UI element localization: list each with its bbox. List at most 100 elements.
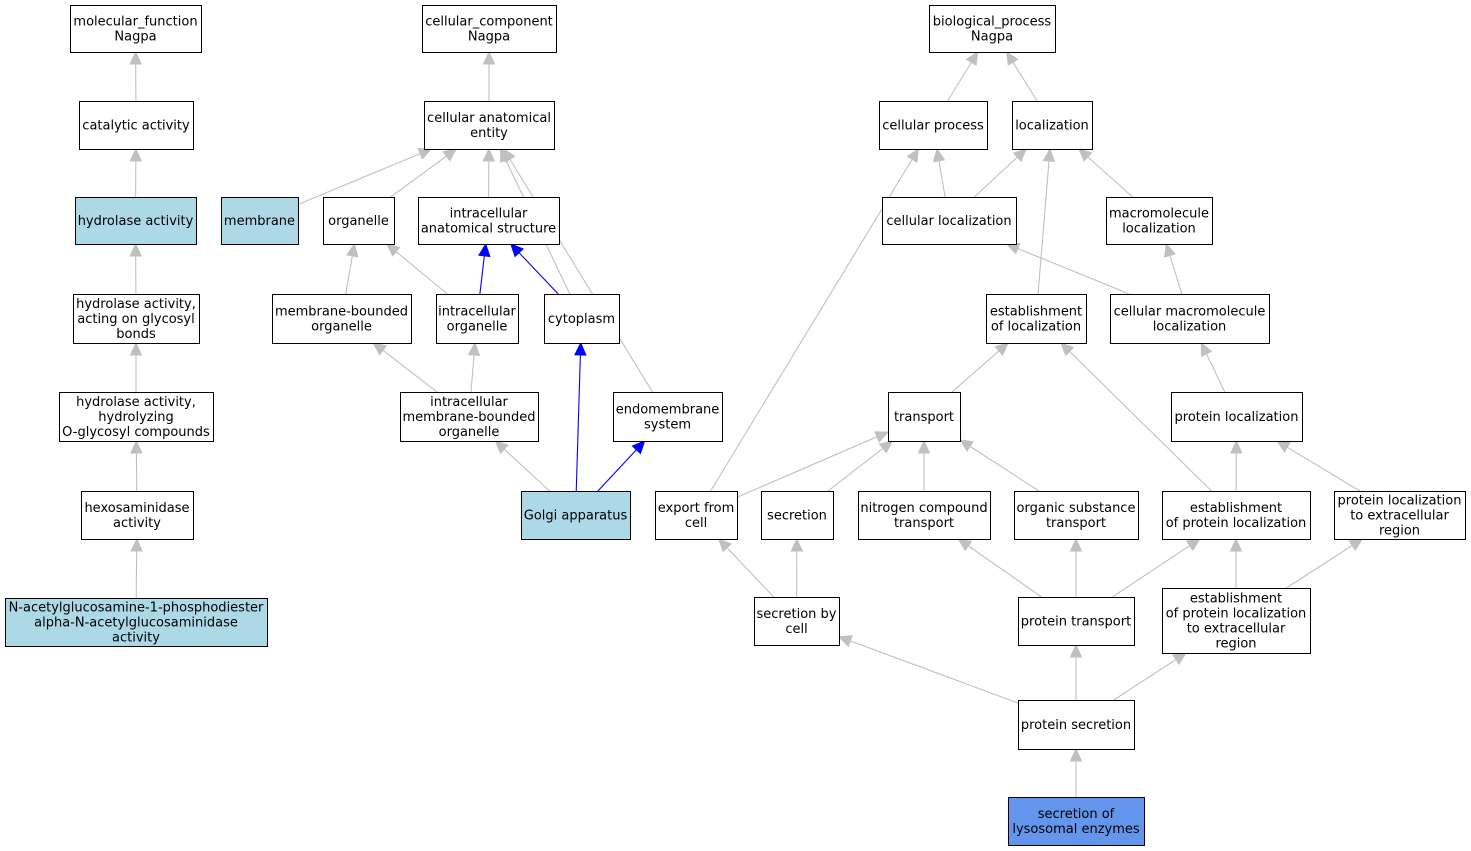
node-box — [761, 491, 834, 540]
node-label-line: cellular anatomical — [427, 111, 551, 126]
node-cp[interactable]: cellular process — [879, 101, 988, 150]
node-hyd[interactable]: hydrolase activity — [75, 197, 197, 245]
node-mem[interactable]: membrane — [221, 197, 299, 245]
node-golgi[interactable]: Golgi apparatus — [521, 491, 631, 540]
node-box — [1012, 101, 1093, 150]
node-label-line: molecular_function — [73, 15, 197, 30]
node-box — [75, 197, 197, 245]
node-ploc[interactable]: protein localization — [1171, 392, 1303, 442]
edge-line — [1069, 351, 1212, 492]
arrowhead-icon — [994, 342, 1009, 356]
node-box — [1334, 491, 1466, 540]
arrowhead-icon — [129, 341, 143, 356]
arrowhead-icon — [129, 50, 142, 65]
edge-line — [1286, 545, 1353, 589]
node-label-line: protein secretion — [1021, 718, 1131, 733]
edge-hex-to-hydo — [130, 439, 143, 492]
arrowhead-icon — [958, 439, 974, 452]
edge-io-to-ias — [478, 242, 491, 295]
edge-sbc-to-sec — [790, 537, 804, 598]
edge-line — [1169, 255, 1183, 295]
arrowhead-icon — [385, 243, 401, 257]
node-label-line: catalytic activity — [82, 119, 190, 134]
edge-hydo-to-hydgly — [129, 341, 143, 392]
edge-ploc-to-cmloc — [1200, 341, 1226, 393]
node-pt[interactable]: protein transport — [1018, 597, 1135, 646]
edge-mbo-to-org — [345, 242, 359, 295]
node-label-line: establishment — [1190, 501, 1282, 516]
node-box — [323, 197, 395, 245]
node-cyt[interactable]: cytoplasm — [544, 294, 620, 344]
node-cat[interactable]: catalytic activity — [79, 101, 194, 150]
edge-mloc-to-loc — [1077, 148, 1134, 198]
edge-cmloc-to-mloc — [1164, 242, 1183, 295]
arrowhead-icon — [906, 147, 920, 163]
edge-line — [1037, 160, 1050, 295]
edge-line — [395, 251, 448, 295]
node-hydo[interactable]: hydrolase activity,hydrolyzingO-glycosyl… — [59, 392, 214, 442]
arrowhead-icon — [965, 50, 979, 66]
edge-line — [1111, 545, 1191, 598]
node-label-line: intracellular — [438, 305, 516, 320]
node-label-line: organelle — [328, 214, 389, 229]
node-label-line: Nagpa — [114, 30, 156, 45]
node-tr[interactable]: transport — [888, 392, 961, 442]
node-label-line: transport — [894, 410, 954, 425]
arrowhead-icon — [129, 242, 142, 257]
node-label-line: secretion by — [757, 607, 837, 622]
arrowhead-icon — [1185, 538, 1201, 552]
arrowhead-icon — [1164, 242, 1177, 258]
node-label-line: cell — [685, 516, 707, 531]
node-box — [70, 5, 202, 53]
edge-exp-to-cp — [710, 147, 920, 492]
edge-sec-to-tr — [827, 440, 894, 492]
node-box — [1171, 392, 1303, 442]
node-label-line: protein localization — [1338, 494, 1462, 509]
arrowhead-icon — [574, 341, 587, 356]
node-org[interactable]: organelle — [323, 197, 395, 245]
arrowhead-icon — [1229, 537, 1243, 552]
node-nag[interactable]: N-acetylglucosamine-1-phosphodiesteralph… — [5, 598, 268, 647]
node-label-line: hydrolase activity, — [76, 297, 196, 312]
node-label-line: export from — [658, 501, 735, 516]
arrowhead-icon — [1276, 440, 1291, 453]
node-ps[interactable]: protein secretion — [1018, 700, 1135, 750]
arrowhead-icon — [932, 147, 946, 163]
edge-line — [736, 436, 878, 498]
edge-line — [518, 252, 559, 295]
node-box — [1162, 491, 1311, 540]
node-hydgly[interactable]: hydrolase activity,acting on glycosylbon… — [73, 294, 200, 344]
arrowhead-icon — [874, 431, 890, 443]
node-label-line: activity — [112, 631, 160, 646]
node-sec[interactable]: secretion — [761, 491, 834, 540]
arrowhead-icon — [1069, 747, 1083, 762]
node-cloc[interactable]: cellular localization — [882, 197, 1017, 245]
node-label-line: macromolecule — [1109, 207, 1209, 222]
node-loc[interactable]: localization — [1012, 101, 1093, 150]
edge-cat-to-mf — [129, 50, 142, 102]
edge-line — [509, 158, 653, 393]
node-label-line: cellular process — [882, 119, 984, 134]
